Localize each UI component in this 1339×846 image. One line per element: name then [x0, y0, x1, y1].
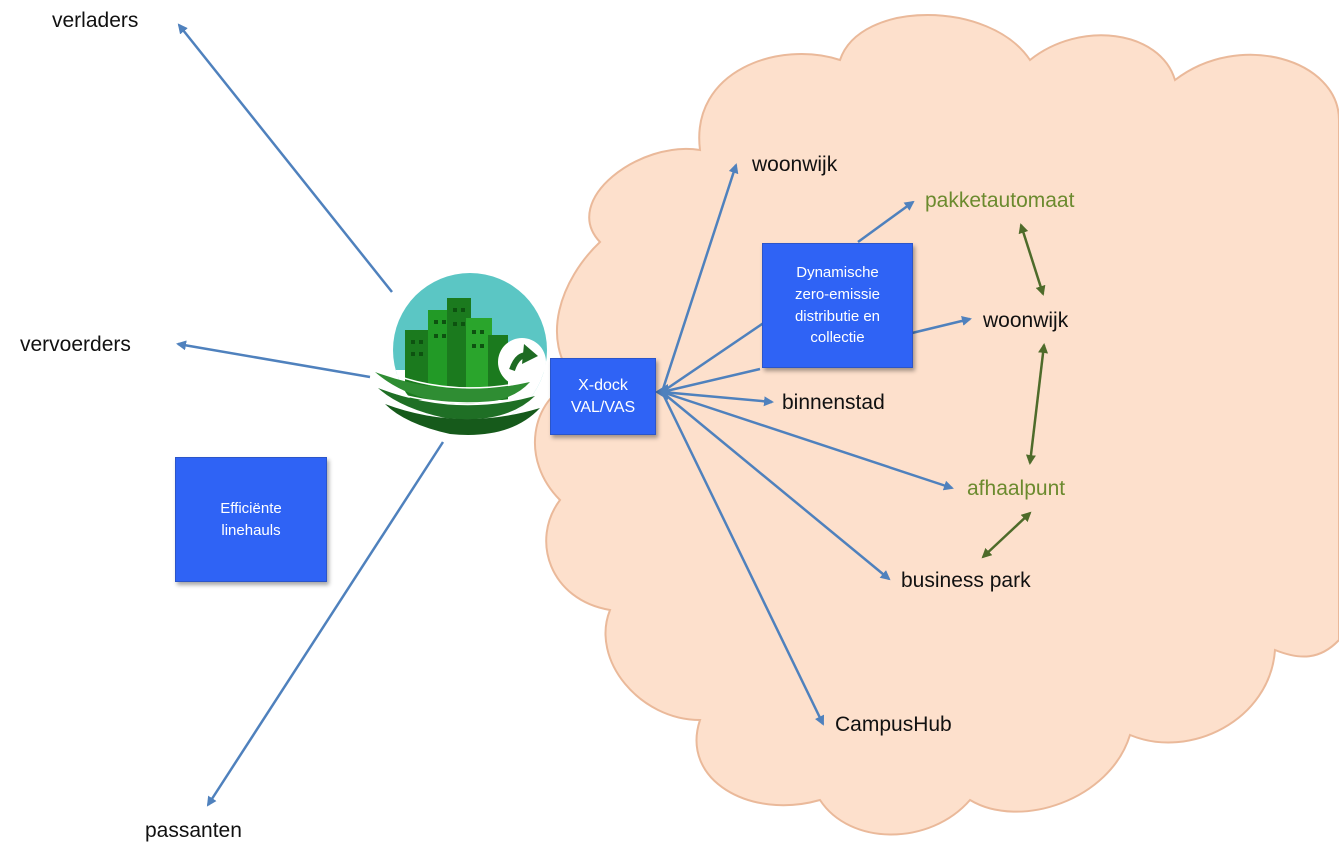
box-dynamische-distributie-text: Dynamische zero-emissie distributie en c… [794, 264, 881, 347]
green-arrows [981, 223, 1049, 559]
label-campushub: CampusHub [835, 713, 952, 736]
arrow-xdock-afhaalpunt [661, 390, 954, 491]
label-binnenstad: binnenstad [782, 391, 885, 414]
arrow-afhaalpunt-business-park [981, 511, 1032, 559]
arrow-to-verladers [177, 23, 393, 293]
box-x-dock: X-dock VAL/VAS [550, 358, 656, 435]
arrow-xdock-woonwijk [660, 163, 739, 393]
label-pakketautomaat: pakketautomaat [925, 189, 1075, 212]
arrow-to-vervoerders [176, 340, 371, 379]
arrow-dyn-woonwijk [911, 316, 972, 335]
label-afhaalpunt: afhaalpunt [967, 477, 1066, 500]
label-woonwijk-top: woonwijk [752, 153, 838, 176]
city-cloud [534, 14, 1339, 836]
box-efficiente-linehauls: Efficiënte linehauls [175, 457, 327, 582]
arrow-xdock-binnenstad [661, 390, 774, 407]
arrow-into-xdock-head [655, 384, 668, 400]
arrow-xdock-business-park [661, 391, 891, 581]
flow-arrows [176, 23, 972, 807]
arrow-xdock-campushub [660, 391, 825, 726]
arrow-to-passanten [206, 441, 445, 807]
label-vervoerders: vervoerders [20, 333, 131, 356]
box-x-dock-text: X-dock VAL/VAS [570, 376, 636, 416]
label-passanten: passanten [145, 819, 242, 842]
box-efficiente-linehauls-text: Efficiënte linehauls [220, 499, 282, 539]
box-dynamische-distributie: Dynamische zero-emissie distributie en c… [762, 243, 913, 368]
green-city-skyline-logo-icon [375, 273, 547, 435]
arrow-xdock-dynamische [661, 320, 766, 394]
arrow-xdock-binnenstad-up [661, 367, 761, 394]
arrow-dyn-pakketautomaat [857, 200, 915, 244]
label-verladers: verladers [52, 9, 139, 32]
label-business-park: business park [901, 569, 1031, 592]
arrow-woonwijk-afhaalpunt [1025, 343, 1049, 465]
arrow-pakketautomaat-woonwijk [1018, 223, 1046, 296]
label-woonwijk-mid: woonwijk [983, 309, 1069, 332]
